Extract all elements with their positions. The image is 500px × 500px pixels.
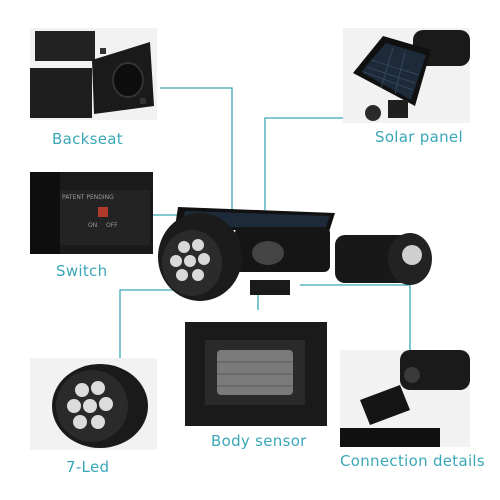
switch-image: PATENT PENDING ON OFF xyxy=(30,172,153,254)
body-sensor-image xyxy=(185,322,327,426)
solar-panel-label: Solar panel xyxy=(375,128,463,146)
solar-panel-image xyxy=(343,28,470,123)
seven-led-image xyxy=(30,358,157,450)
connection-details-label: Connection details xyxy=(340,452,486,470)
main-product-image xyxy=(150,205,440,315)
backseat-image xyxy=(30,28,157,120)
switch-label: Switch xyxy=(56,262,108,280)
led-cluster-icon xyxy=(170,239,210,281)
switch-on-text: ON xyxy=(88,222,98,229)
backseat-label: Backseat xyxy=(52,130,123,148)
body-sensor-label: Body sensor xyxy=(211,432,307,450)
switch-off-text: OFF xyxy=(106,222,118,229)
switch-patent-text: PATENT PENDING xyxy=(62,194,114,201)
connection-details-image xyxy=(340,350,470,447)
seven-led-label: 7-Led xyxy=(66,458,110,476)
